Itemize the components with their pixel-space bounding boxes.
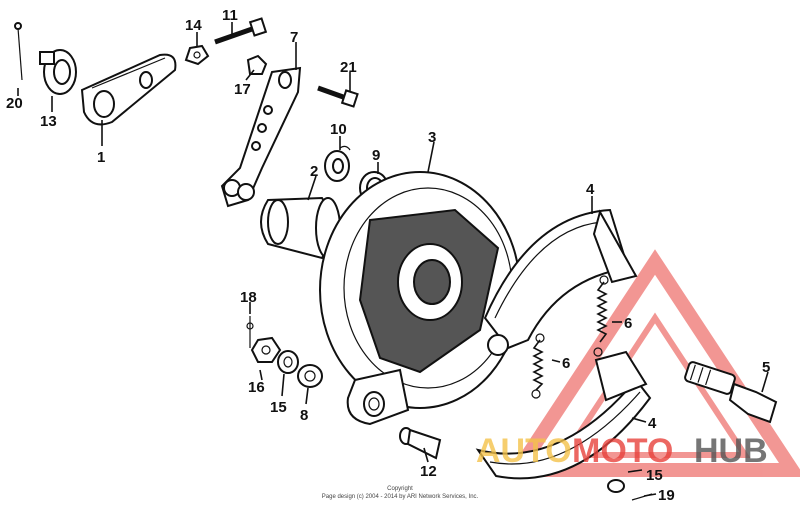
watermark-auto: AUTO [476, 432, 572, 470]
label-part-4-upper: 4 [586, 181, 595, 198]
copyright-line-1: Copyright [387, 486, 413, 492]
label-part-12: 12 [420, 463, 437, 480]
part-6-spring-left [531, 333, 545, 399]
label-part-6-right: 6 [624, 315, 632, 332]
part-1-brake-arm [80, 53, 177, 126]
part-7-stopper-arm [220, 66, 302, 208]
part-8-washer [297, 364, 323, 388]
part-6-spring-right [593, 275, 609, 357]
label-part-15: 15 [270, 399, 287, 416]
label-part-14: 14 [185, 17, 202, 34]
label-part-3: 3 [428, 129, 436, 146]
part-4-brake-shoe-lower [475, 350, 652, 480]
watermark-hub: HUB [694, 432, 768, 470]
label-part-9: 9 [372, 147, 380, 164]
label-part-2: 2 [310, 163, 318, 180]
label-part-13: 13 [40, 113, 57, 130]
label-part-18: 18 [240, 289, 257, 306]
label-part-17: 17 [234, 81, 251, 98]
part-13-nut [39, 49, 77, 95]
part-21-bolt [317, 85, 359, 108]
copyright-notice: Copyright Page design (c) 2004 - 2014 by… [322, 486, 479, 500]
label-part-5: 5 [762, 359, 770, 376]
watermark-wordmark: AUTO MOTO HUB [476, 432, 768, 470]
part-10-washer [324, 145, 351, 182]
label-part-19: 19 [658, 487, 675, 504]
label-part-4-lower: 4 [648, 415, 657, 432]
label-part-7: 7 [290, 29, 298, 46]
label-part-15-lower: 15 [646, 467, 663, 484]
part-4-brake-shoe-upper [483, 208, 638, 356]
part-15-washer-lower [607, 479, 625, 493]
label-part-10: 10 [330, 121, 347, 138]
label-part-21: 21 [340, 59, 357, 76]
part-12-pin [399, 427, 442, 460]
part-11-bolt [214, 17, 268, 45]
part-15-washer [277, 350, 299, 374]
copyright-line-2: Page design (c) 2004 - 2014 by ARI Netwo… [322, 494, 479, 500]
part-labels: 20 13 1 14 11 17 7 21 10 9 2 3 4 5 6 6 4… [6, 7, 770, 504]
part-14-nut [184, 44, 210, 66]
label-part-16: 16 [248, 379, 265, 396]
leader-lines [17, 22, 769, 497]
part-20-pin [14, 22, 23, 81]
part-16-nut [250, 336, 282, 363]
label-part-11: 11 [222, 7, 238, 24]
part-17-nut [246, 54, 268, 75]
part-18-cotter-pin [246, 316, 254, 348]
watermark-moto: MOTO [572, 432, 673, 470]
label-part-1: 1 [97, 149, 105, 166]
part-5-brake-cam [684, 361, 778, 424]
label-part-8: 8 [300, 407, 308, 424]
part-3-brake-panel [319, 171, 521, 426]
label-part-6-left: 6 [562, 355, 570, 372]
label-part-20: 20 [6, 95, 23, 112]
